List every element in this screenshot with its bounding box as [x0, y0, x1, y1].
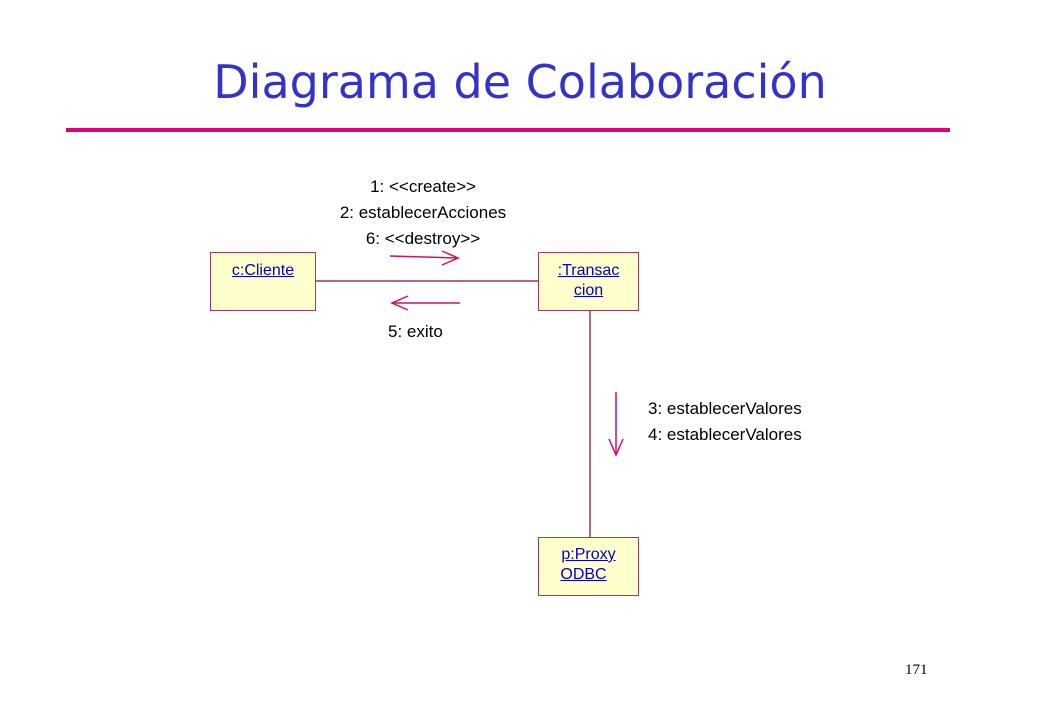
object-transaccion-label-line2: cion [573, 282, 604, 299]
messages-to-cliente: 5: exito [388, 319, 443, 345]
object-cliente-label: c:Cliente [231, 262, 295, 279]
arrow-to-cliente [390, 295, 460, 311]
arrow-to-proxy [608, 392, 624, 457]
object-proxy[interactable]: p:Proxy ODBC [538, 537, 639, 596]
object-cliente[interactable]: c:Cliente [210, 252, 316, 311]
object-proxy-label-line1: p:Proxy [561, 546, 616, 563]
title-underline [66, 128, 950, 132]
object-proxy-label-line2: ODBC [560, 566, 607, 583]
message-establecer-acciones: 2: establecerAcciones [339, 203, 507, 222]
messages-to-transaccion: 1: <<create>> 2: establecerAcciones 6: <… [300, 174, 546, 252]
message-establecer-valores-4: 4: establecerValores [648, 425, 802, 444]
message-establecer-valores-3: 3: establecerValores [648, 399, 802, 418]
arrow-to-transaccion [389, 250, 460, 266]
message-destroy: 6: <<destroy>> [365, 229, 481, 248]
message-exito: 5: exito [388, 322, 443, 341]
message-create: 1: <<create>> [370, 177, 476, 196]
object-transaccion[interactable]: :Transac cion [538, 252, 639, 311]
object-transaccion-label-line1: :Transac [557, 262, 620, 279]
slide-title: Diagrama de Colaboración [213, 55, 827, 109]
messages-to-proxy: 3: establecerValores 4: establecerValore… [648, 396, 802, 448]
page-number: 171 [905, 662, 928, 678]
